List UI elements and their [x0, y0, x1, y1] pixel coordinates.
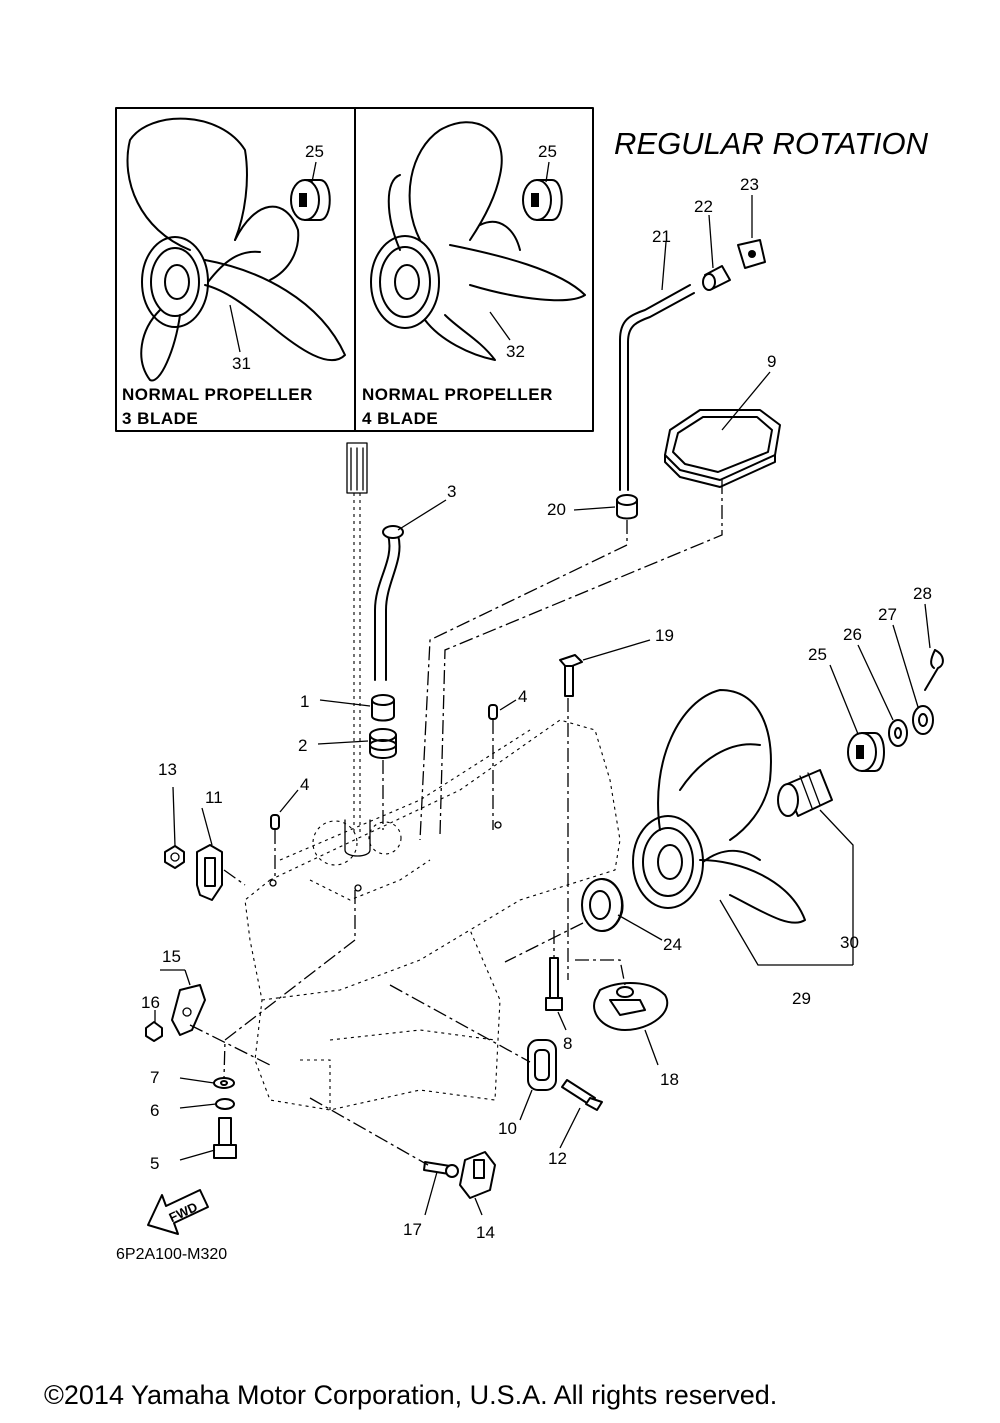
- callout-28: 28: [913, 584, 932, 603]
- nut-13: [164, 845, 185, 869]
- callout-numbers: 1 2 3 4 4 5 6 7 8 9 10 11 12 13 14 15 16…: [141, 175, 932, 1242]
- callout-3: 3: [447, 482, 456, 501]
- callout-11: 11: [205, 788, 223, 807]
- callout-26: 26: [843, 625, 862, 644]
- inset-label-4-blade-line1: NORMAL PROPELLER: [362, 385, 553, 404]
- callout-19: 19: [655, 626, 674, 645]
- callout-25: 25: [808, 645, 827, 664]
- thrust-washer-24: [581, 878, 624, 932]
- bushing-30: [777, 769, 833, 817]
- bolt-17: [423, 1161, 459, 1178]
- castle-nut-27: [912, 705, 934, 735]
- callout-32: 32: [506, 342, 525, 361]
- lock-washer-6: [215, 1098, 235, 1110]
- seal-2: [369, 728, 397, 759]
- diagram-title: REGULAR ROTATION: [614, 126, 929, 161]
- callout-29: 29: [792, 989, 811, 1008]
- callout-23: 23: [740, 175, 759, 194]
- grommet-22: [702, 265, 731, 291]
- washer-26: [888, 719, 908, 747]
- pipe-21: [619, 284, 695, 491]
- copyright-notice: ©2014 Yamaha Motor Corporation, U.S.A. A…: [44, 1380, 778, 1410]
- grommet-10: [527, 1039, 557, 1091]
- spacer-25-right: [522, 179, 563, 221]
- anode-15: [171, 984, 206, 1036]
- drive-shaft: [344, 442, 371, 857]
- cover-14: [459, 1151, 496, 1199]
- grommet-1: [371, 694, 395, 722]
- callout-12: 12: [548, 1149, 567, 1168]
- inset-label-3-blade-line1: NORMAL PROPELLER: [122, 385, 313, 404]
- propeller-4-blade-illustration: [370, 121, 586, 361]
- dowel-pin-4a: [488, 704, 498, 720]
- callout-7: 7: [150, 1068, 159, 1087]
- callout-25-left: 25: [305, 142, 324, 161]
- callout-27: 27: [878, 605, 897, 624]
- callout-14: 14: [476, 1223, 495, 1242]
- drawing-code: 6P2A100-M320: [116, 1246, 228, 1263]
- bracket-11: [196, 844, 223, 901]
- callout-17: 17: [403, 1220, 422, 1239]
- callout-22: 22: [694, 197, 713, 216]
- callout-2: 2: [298, 736, 307, 755]
- callout-9: 9: [767, 352, 776, 371]
- callout-30: 30: [840, 933, 859, 952]
- callout-15: 15: [162, 947, 181, 966]
- bolt-12: [561, 1079, 603, 1111]
- inset-label-4-blade-line2: 4 BLADE: [362, 409, 438, 428]
- spacer-25-left: [290, 179, 331, 221]
- water-tube-3: [374, 525, 404, 681]
- callout-4a: 4: [518, 687, 527, 706]
- callout-31: 31: [232, 354, 251, 373]
- dowel-pin-4b: [270, 814, 280, 830]
- trim-tab-18: [593, 982, 669, 1031]
- callout-25-right: 25: [538, 142, 557, 161]
- clip-23: [737, 239, 766, 269]
- callout-18: 18: [660, 1070, 679, 1089]
- gasket-9: [664, 409, 781, 488]
- callout-16: 16: [141, 993, 160, 1012]
- bolt-5: [213, 1117, 237, 1159]
- callout-21: 21: [652, 227, 671, 246]
- cotter-pin-28: [924, 649, 944, 691]
- callout-10: 10: [498, 1119, 517, 1138]
- callout-5: 5: [150, 1154, 159, 1173]
- propeller-3-blade-illustration: [126, 117, 346, 382]
- leader-lines: [154, 195, 931, 1216]
- washer-7: [213, 1077, 235, 1089]
- inset-label-3-blade-line2: 3 BLADE: [122, 409, 198, 428]
- grommet-20: [616, 494, 638, 520]
- spacer-25: [847, 732, 885, 772]
- propeller-inset-box: 25 25 31 32 NORMAL PROPELLER 3 BLADE NOR…: [115, 107, 594, 432]
- callout-8: 8: [563, 1034, 572, 1053]
- bolt-8: [545, 957, 563, 1011]
- callout-20: 20: [547, 500, 566, 519]
- nut-16: [145, 1021, 163, 1042]
- forward-direction-arrow: FWD: [147, 1189, 209, 1235]
- propeller-29: [632, 689, 806, 924]
- callout-6: 6: [150, 1101, 159, 1120]
- callout-4b: 4: [300, 775, 309, 794]
- bolt-19: [559, 654, 583, 697]
- callout-24: 24: [663, 935, 682, 954]
- callout-13: 13: [158, 760, 177, 779]
- callout-1: 1: [300, 692, 309, 711]
